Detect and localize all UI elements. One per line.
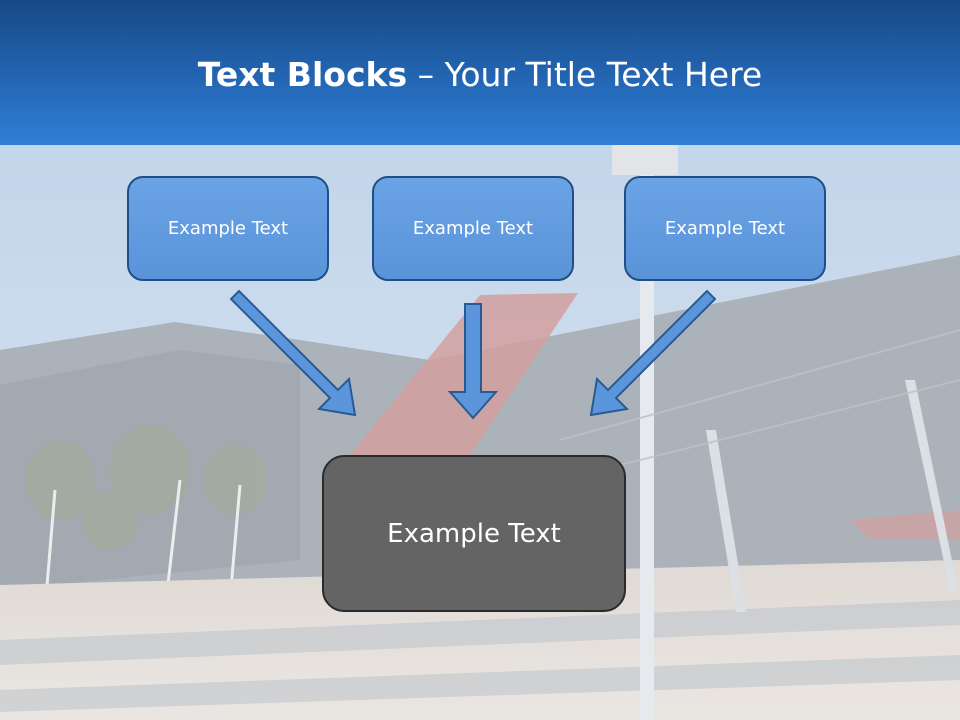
title-bold: Text Blocks xyxy=(197,55,408,94)
title-band xyxy=(0,0,960,145)
text-block-3: Example Text xyxy=(624,176,826,281)
title-separator: – xyxy=(407,55,445,94)
arrow-left-icon xyxy=(229,289,357,417)
text-block-1-label: Example Text xyxy=(167,218,289,239)
title-rest: Your Title Text Here xyxy=(444,55,763,94)
text-block-3-label: Example Text xyxy=(664,218,786,239)
main-text-block: Example Text xyxy=(322,455,626,612)
text-block-2: Example Text xyxy=(372,176,574,281)
text-block-2-label: Example Text xyxy=(412,218,534,239)
main-text-block-label: Example Text xyxy=(387,518,561,549)
slide-title: Text Blocks – Your Title Text Here xyxy=(0,52,960,98)
arrow-right-icon xyxy=(589,289,717,417)
text-block-1: Example Text xyxy=(127,176,329,281)
arrow-down-icon xyxy=(447,303,499,420)
